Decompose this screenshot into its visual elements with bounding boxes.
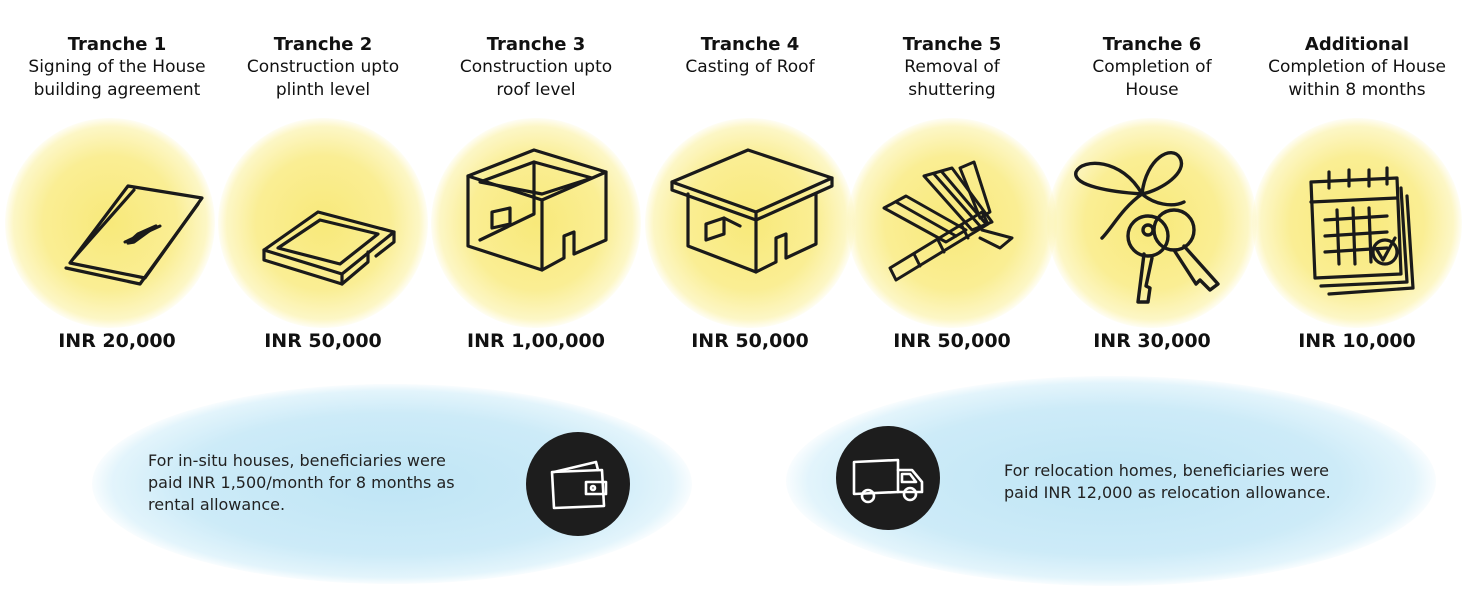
- tranche-title: Tranche 6: [1102, 34, 1202, 55]
- tranche-2: Tranche 2 Construction upto plinth level: [218, 34, 428, 102]
- tranche-title: Additional: [1304, 34, 1410, 55]
- tranche-desc-line: Completion of: [1092, 57, 1212, 77]
- highlight-blob: [5, 118, 215, 328]
- shuttering-planks-icon: [862, 138, 1042, 308]
- tranche-desc-line: within 8 months: [1288, 80, 1426, 100]
- tranche-title: Tranche 3: [486, 34, 586, 55]
- tranche-amount: INR 50,000: [691, 330, 809, 352]
- agreement-document-icon: [30, 138, 210, 308]
- tranche-amount: INR 50,000: [893, 330, 1011, 352]
- tranche-desc-line: roof level: [496, 80, 576, 100]
- tranche-amount: INR 1,00,000: [467, 330, 605, 352]
- tranche-desc-line: plinth level: [275, 80, 371, 100]
- tranche-title: Tranche 2: [273, 34, 373, 55]
- walls-structure-icon: [446, 138, 626, 308]
- highlight-blob: [1047, 118, 1257, 328]
- tranche-title: Tranche 5: [902, 34, 1002, 55]
- tranche-5: Tranche 5 Removal of shuttering: [847, 34, 1057, 102]
- tranche-1: Tranche 1 Signing of the House building …: [12, 34, 222, 102]
- wallet-icon: [526, 432, 630, 536]
- note-line: paid INR 1,500/month for 8 months as: [148, 473, 455, 492]
- plinth-foundation-icon: [238, 138, 418, 308]
- tranche-desc-line: Construction upto: [459, 57, 613, 77]
- tranche-amount: INR 50,000: [264, 330, 382, 352]
- note-line: For in-situ houses, beneficiaries were: [148, 451, 446, 470]
- truck-icon: [836, 426, 940, 530]
- tranche-desc-line: Signing of the House: [28, 57, 206, 77]
- tranche-additional: Additional Completion of House within 8 …: [1252, 34, 1462, 102]
- tranche-desc-line: Construction upto: [246, 57, 400, 77]
- tranche-amount: INR 10,000: [1298, 330, 1416, 352]
- tranche-3: Tranche 3 Construction upto roof level: [431, 34, 641, 102]
- tranche-desc-line: House: [1125, 80, 1179, 100]
- tranche-desc-line: building agreement: [33, 80, 201, 100]
- tranche-4: Tranche 4 Casting of Roof: [645, 34, 855, 79]
- tranche-desc-line: shuttering: [908, 80, 996, 100]
- tranche-desc-line: Completion of House: [1268, 57, 1446, 77]
- highlight-blob: [218, 118, 428, 328]
- tranche-desc-line: Casting of Roof: [685, 57, 815, 77]
- tranche-desc-line: Removal of: [904, 57, 1000, 77]
- calendar-check-icon: [1267, 138, 1447, 308]
- tranche-amount: INR 30,000: [1093, 330, 1211, 352]
- roofed-house-icon: [660, 138, 840, 308]
- tranche-title: Tranche 1: [67, 34, 167, 55]
- tranche-6: Tranche 6 Completion of House: [1047, 34, 1257, 102]
- note-line: rental allowance.: [148, 495, 286, 514]
- note-line: paid INR 12,000 as relocation allowance.: [1004, 483, 1331, 502]
- tranche-amount: INR 20,000: [58, 330, 176, 352]
- tranche-title: Tranche 4: [700, 34, 800, 55]
- note-line: For relocation homes, beneficiaries were: [1004, 461, 1329, 480]
- highlight-blob: [645, 118, 855, 328]
- relocation-allowance-note: For relocation homes, beneficiaries were…: [1004, 460, 1331, 504]
- insitu-allowance-note: For in-situ houses, beneficiaries were p…: [148, 450, 455, 516]
- house-keys-icon: [1062, 138, 1242, 308]
